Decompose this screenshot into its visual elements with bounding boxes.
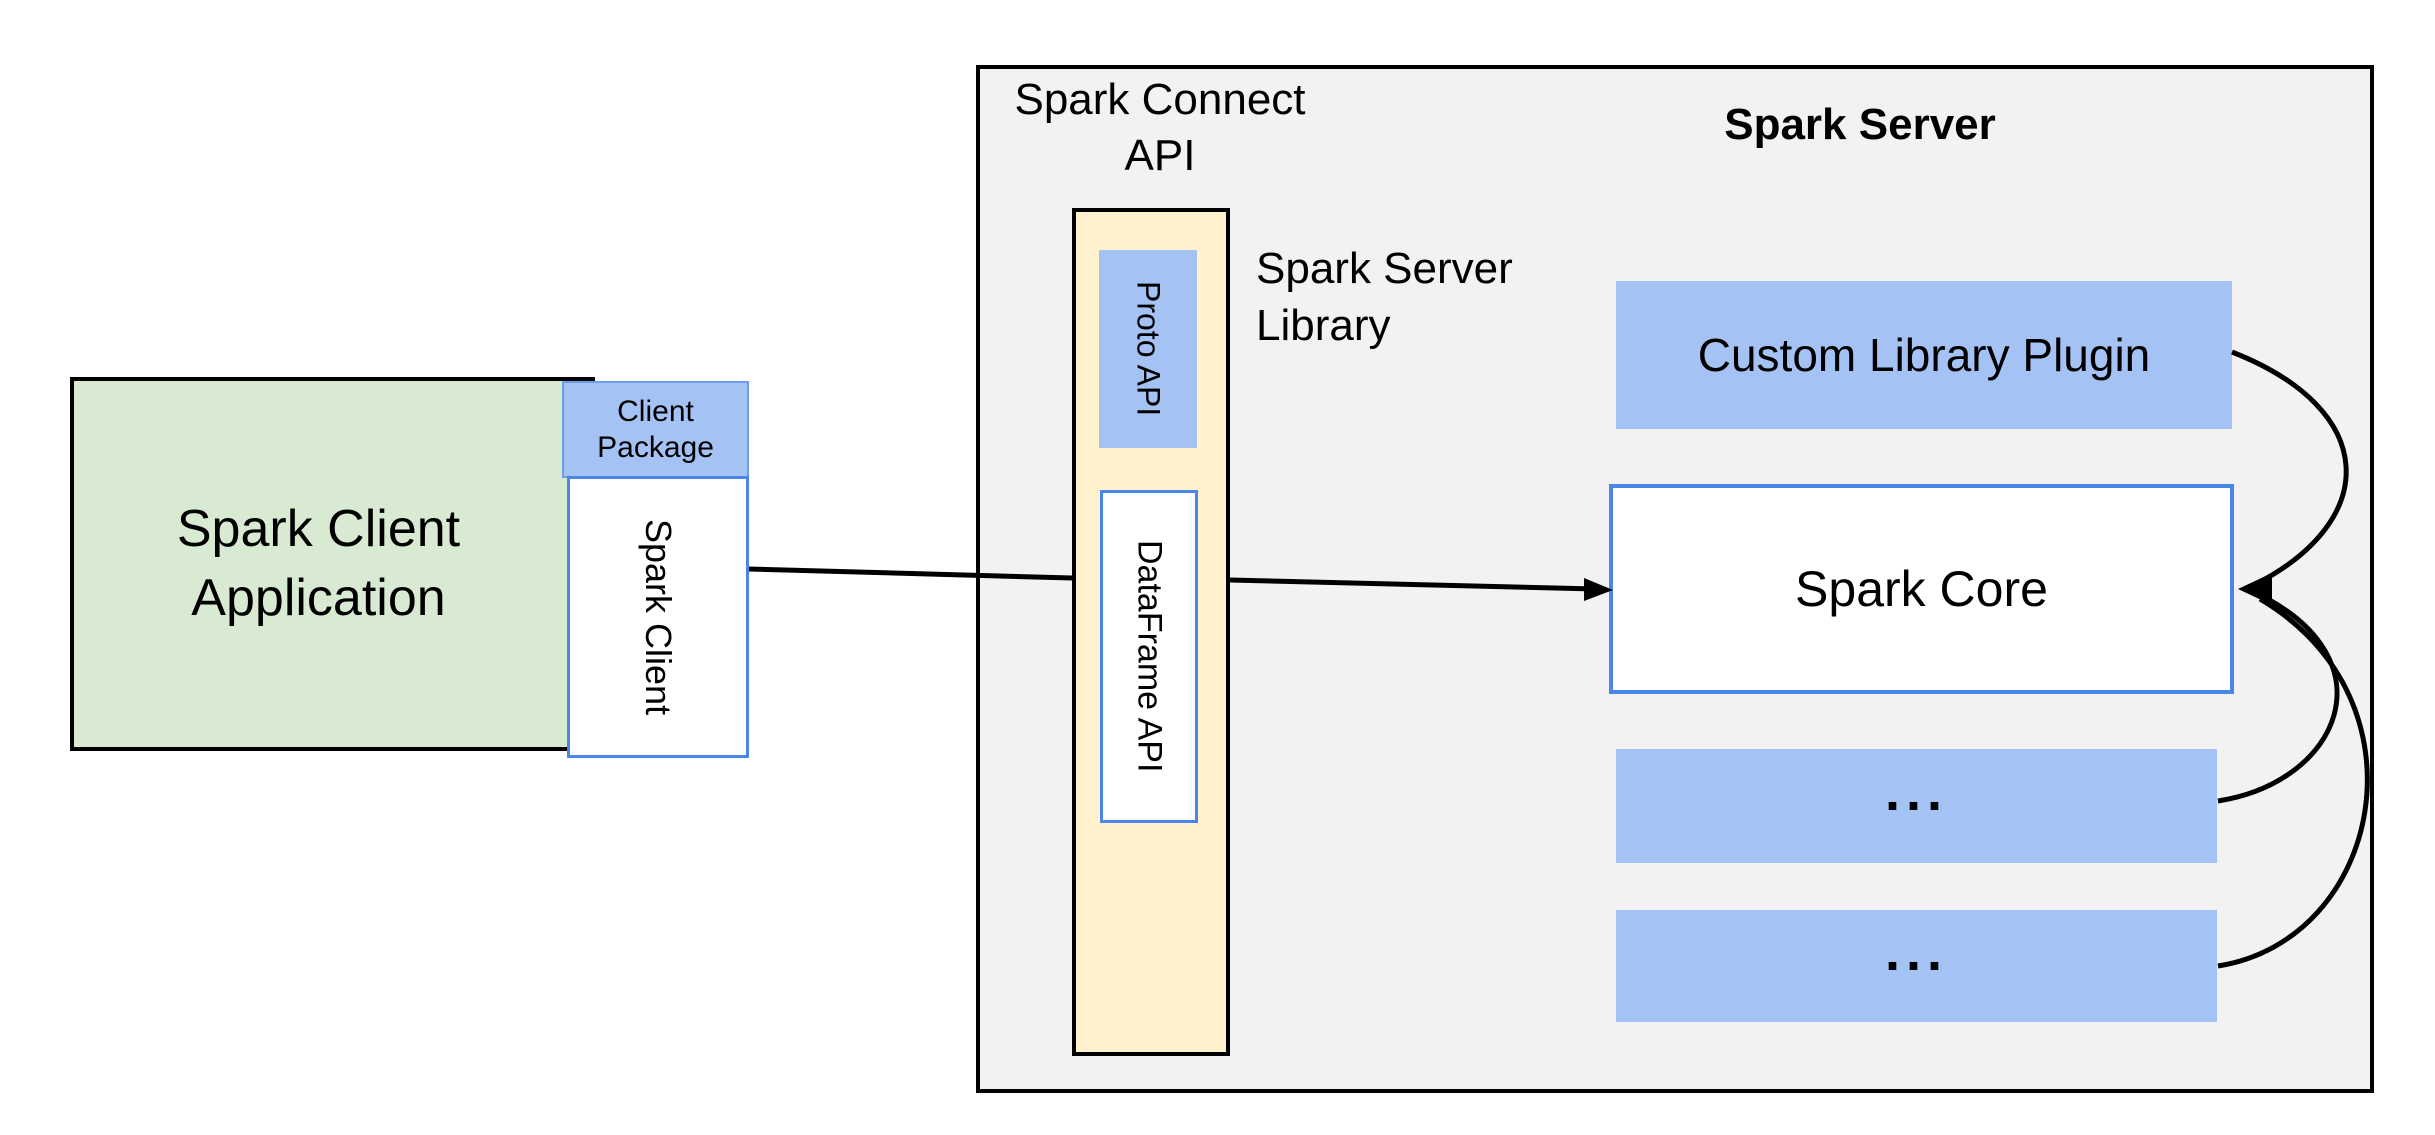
client-package-label-line1: Client <box>617 394 694 428</box>
ellipsis-box-2: ... <box>1616 910 2217 1022</box>
ellipsis-box-2-label: ... <box>1884 922 1948 982</box>
spark-server-library-label-line2: Library <box>1256 301 1391 351</box>
custom-library-plugin-label: Custom Library Plugin <box>1697 329 2151 381</box>
ellipsis-box-1: ... <box>1616 749 2217 863</box>
proto-api-label: Proto API <box>1130 281 1167 417</box>
client-package-label-line2: Package <box>597 430 714 464</box>
proto-api-box: Proto API <box>1099 250 1197 448</box>
spark-core-label: Spark Core <box>1795 561 2048 617</box>
spark-client-application-label-line2: Application <box>191 569 446 627</box>
spark-core-box: Spark Core <box>1609 484 2234 694</box>
spark-client-application-label-line1: Spark Client <box>176 500 461 559</box>
spark-client-box: Spark Client <box>567 476 749 758</box>
spark-server-library-label: Spark Server Library <box>1256 240 1586 354</box>
spark-server-library-label-line1: Spark Server <box>1256 244 1513 293</box>
dataframe-api-label: DataFrame API <box>1130 540 1169 773</box>
spark-client-label: Spark Client <box>638 518 679 716</box>
custom-library-plugin-box: Custom Library Plugin <box>1616 281 2232 429</box>
spark-connect-api-heading-line2: API <box>1124 131 1196 181</box>
spark-connect-api-heading: Spark Connect API <box>990 72 1330 185</box>
dataframe-api-box: DataFrame API <box>1100 490 1198 823</box>
spark-client-application-label: Spark Client Application <box>70 377 567 751</box>
spark-connect-api-heading-line1: Spark Connect <box>1014 75 1306 124</box>
client-package-box: Client Package <box>562 381 749 478</box>
spark-server-title: Spark Server <box>1724 100 1996 149</box>
ellipsis-box-1-label: ... <box>1884 762 1948 822</box>
spark-client-application-box <box>70 377 595 751</box>
